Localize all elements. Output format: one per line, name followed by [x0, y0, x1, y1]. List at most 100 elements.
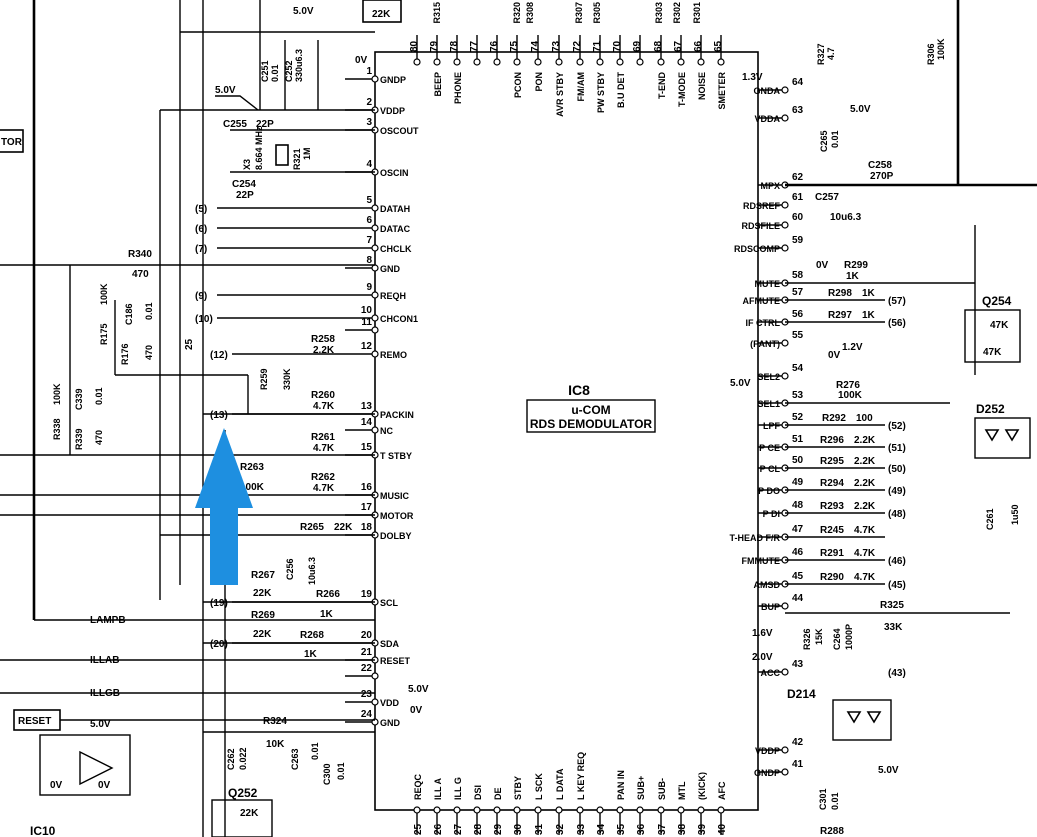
r295-label: R295 — [820, 456, 844, 467]
pin-number: 22 — [361, 663, 373, 674]
voltage-5v-vddp: 5.0V — [215, 85, 236, 96]
pin-number: 60 — [792, 212, 804, 223]
pin-25 — [413, 806, 421, 814]
pin-68 — [657, 58, 665, 66]
pin-label: DATAC — [380, 224, 411, 234]
pin-number: 51 — [792, 434, 804, 445]
r258-label: R258 — [311, 334, 335, 345]
r263-value: 100K — [240, 482, 265, 493]
r267-label: R267 — [251, 570, 275, 581]
pin-label: P CE — [759, 443, 780, 453]
c186-value: 0.01 — [144, 302, 154, 320]
pin-44 — [781, 602, 789, 610]
top-left-part-value: 22K — [372, 9, 391, 20]
pin-number: 80 — [409, 40, 420, 52]
net-illab-label: ILLAB — [90, 655, 119, 666]
pin-number: 53 — [792, 390, 804, 401]
pin-label: MOTOR — [380, 511, 414, 521]
pin-number: 26 — [433, 823, 444, 835]
left-connector-label: (5) — [195, 204, 207, 215]
pin-60 — [781, 221, 789, 229]
r261-value: 4.7K — [313, 443, 335, 454]
pin-number: 57 — [792, 287, 804, 298]
pin-number: 77 — [469, 40, 480, 52]
pin-66 — [697, 58, 705, 66]
pin-label: ILL G — [453, 777, 463, 800]
pin-label: DSI — [473, 785, 483, 800]
pin-43 — [781, 668, 789, 676]
r327-label: R327 — [816, 43, 826, 65]
r261-label: R261 — [311, 432, 335, 443]
r262-label: R262 — [311, 472, 335, 483]
pin-number: 59 — [792, 235, 804, 246]
pin-label: VDDA — [754, 114, 780, 124]
pin-label: PW STBY — [596, 72, 606, 113]
pin-label: GNDA — [754, 86, 781, 96]
pin-label: ILL A — [433, 778, 443, 800]
pin-label: SEL1 — [757, 399, 780, 409]
r324-label: R324 — [263, 716, 287, 727]
r276-label: R276 — [836, 380, 860, 391]
pin-72 — [576, 58, 584, 66]
pin-number: 33 — [576, 823, 587, 835]
pin-12 — [371, 350, 379, 358]
pin-label: VDDP — [755, 746, 780, 756]
r293-label: R293 — [820, 501, 844, 512]
pin-number: 37 — [657, 823, 668, 835]
c252-label: C252 — [284, 60, 294, 82]
pin-number: 50 — [792, 455, 804, 466]
pin-label: T STBY — [380, 451, 412, 461]
d214-diode-b — [866, 711, 882, 724]
top-resistor-label: R308 — [525, 2, 535, 24]
q254-resistor-b: 47K — [983, 347, 1002, 358]
pin-number: 1 — [366, 66, 372, 77]
d252-body — [974, 417, 1031, 459]
d252-label: D252 — [976, 402, 1005, 416]
voltage-0v-gndp: 0V — [355, 55, 368, 66]
pin-number: 7 — [366, 235, 372, 246]
pin-number: 13 — [361, 401, 373, 412]
pin-number: 36 — [636, 823, 647, 835]
r295-value: 2.2K — [854, 456, 876, 467]
pin-number: 15 — [361, 442, 373, 453]
pin-76 — [493, 58, 501, 66]
r290-value: 4.7K — [854, 572, 876, 583]
pin-number: 10 — [361, 305, 373, 316]
pin-28 — [473, 806, 481, 814]
pin-75 — [513, 58, 521, 66]
pin-label: AMSD — [754, 580, 781, 590]
right-connector-label: (51) — [888, 443, 906, 454]
c301-value: 0.01 — [830, 792, 840, 810]
pin-number: 41 — [792, 759, 804, 770]
pin-label: RDSREF — [743, 201, 781, 211]
r296-value: 2.2K — [854, 435, 876, 446]
left-connector-label: (10) — [195, 314, 213, 325]
r297-label: R297 — [828, 310, 852, 321]
r292-value: 100 — [856, 413, 873, 424]
right-connector-label: (56) — [888, 318, 906, 329]
voltage-0v-pant: 0V — [828, 350, 841, 361]
c252-value: 330u6.3 — [294, 49, 304, 82]
right-connector-label: (50) — [888, 464, 906, 475]
pin-1 — [371, 75, 379, 83]
c264-value: 1000P — [844, 624, 854, 650]
r265-value: 22K — [334, 522, 353, 533]
pin-number: 3 — [366, 117, 372, 128]
pin-63 — [781, 114, 789, 122]
c255-label: C255 — [223, 119, 247, 130]
x3-label: X3 — [242, 159, 252, 170]
pin-35 — [616, 806, 624, 814]
pin-label: SDA — [380, 639, 400, 649]
pin-label: MUTE — [755, 279, 781, 289]
pin-label: VDD — [380, 698, 400, 708]
x3-value: 8.664 MHz — [254, 126, 264, 170]
pin-number: 34 — [596, 823, 607, 835]
pin-number: 71 — [592, 40, 603, 52]
pin-number: 30 — [513, 823, 524, 835]
pin-number: 4 — [366, 159, 372, 170]
net-illgb-label: ILLGB — [90, 688, 120, 699]
voltage-0v-ic10-a: 0V — [50, 780, 63, 791]
top-resistor-label: R302 — [672, 2, 682, 24]
c251-label: C251 — [260, 60, 270, 82]
pin-69 — [636, 58, 644, 66]
